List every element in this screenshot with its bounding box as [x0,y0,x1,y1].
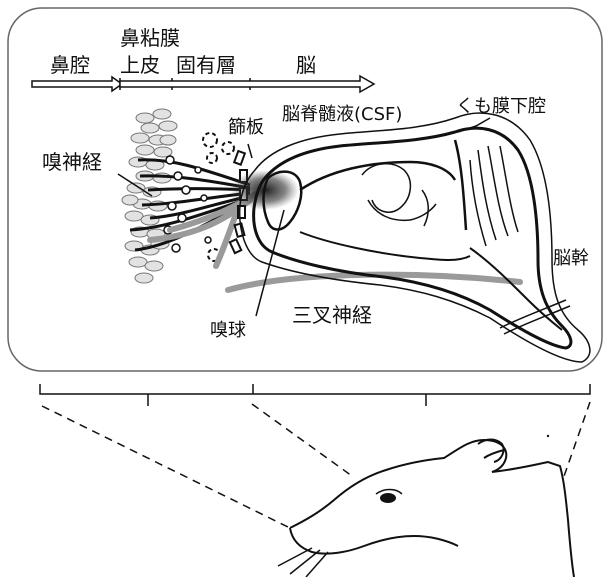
label-subarachnoid-space: くも膜下腔 [456,96,546,117]
label-brain: 脳 [296,53,316,77]
region-brackets [40,384,590,406]
speck [547,435,549,437]
label-olfactory-bulb: 嗅球 [210,320,246,341]
label-brainstem: 脳幹 [553,248,589,269]
label-nasal-mucosa: 鼻粘膜 [120,26,180,50]
label-nasal-cavity: 鼻腔 [50,53,90,77]
label-epithelium: 上皮 [120,53,160,77]
label-trigeminal-nerve: 三叉神経 [292,303,372,327]
label-csf: 脳脊髄液(CSF) [282,104,402,125]
mouse-head [290,440,574,577]
label-cribriform-plate: 篩板 [228,117,264,138]
label-lamina-propria: 固有層 [176,53,236,77]
label-olfactory-nerve: 嗅神経 [42,150,102,174]
